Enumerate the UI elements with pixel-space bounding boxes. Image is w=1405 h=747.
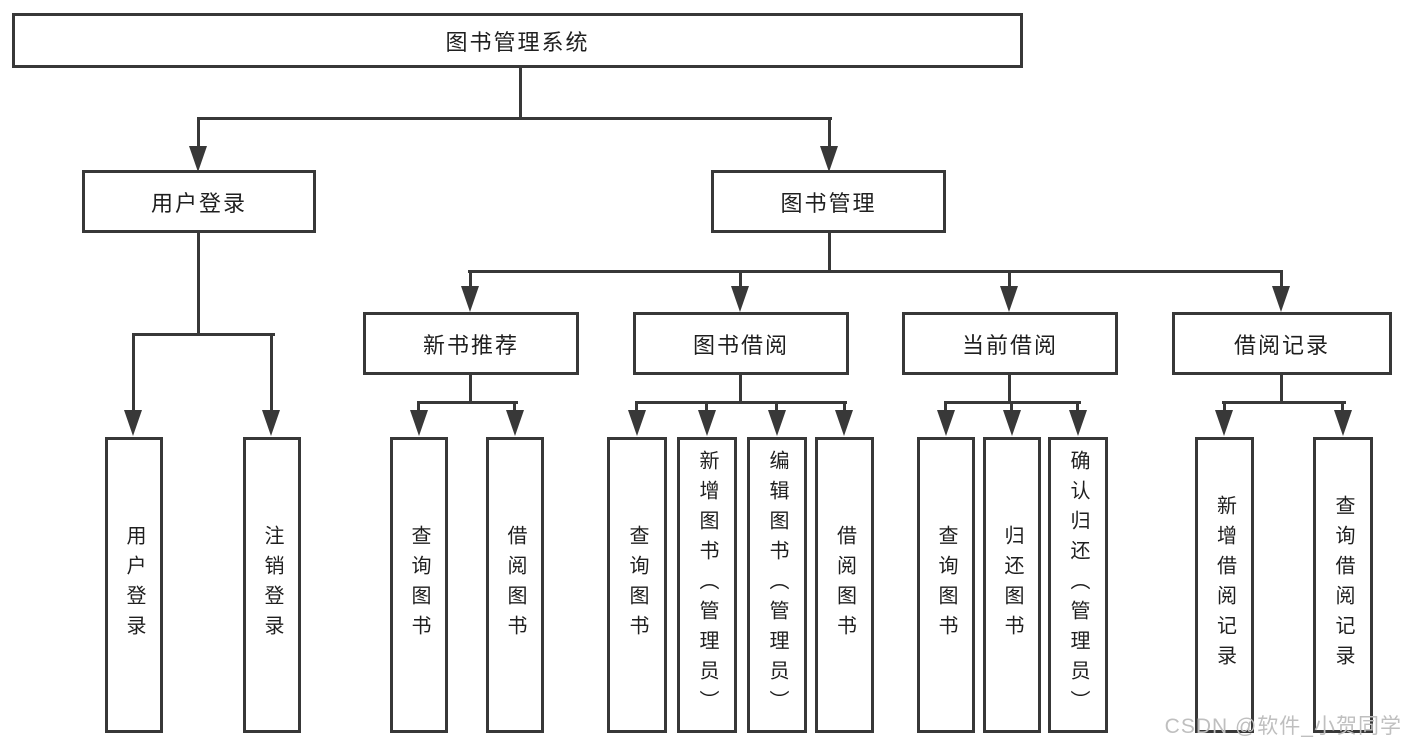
arrow-down-icon: [262, 410, 280, 436]
arrow-down-icon: [731, 286, 749, 312]
leaf-nb-query-books-label: 查询图书: [408, 525, 430, 645]
node-book-borrow-label: 图书借阅: [692, 332, 789, 358]
arrow-down-icon: [1069, 410, 1087, 436]
leaf-bb-borrow-books: 借阅图书: [815, 437, 874, 733]
arrow-down-icon: [698, 410, 716, 436]
connector-level2-split: [197, 117, 832, 120]
connector-to-leaf: [417, 401, 420, 413]
connector-book-management-stub: [828, 233, 831, 273]
leaf-cb-return-books-label: 归还图书: [1001, 525, 1023, 645]
connector-leaf-split: [635, 401, 847, 404]
leaf-logout: 注销登录: [243, 437, 301, 733]
connector-section-stub: [1008, 375, 1011, 403]
connector-root-stub: [519, 68, 522, 118]
leaf-nb-borrow-books-label: 借阅图书: [504, 525, 526, 645]
connector-section-stub: [469, 375, 472, 403]
node-user-login: 用户登录: [82, 170, 316, 233]
node-new-book-recommend: 新书推荐: [363, 312, 579, 375]
node-borrow-records-label: 借阅记录: [1233, 332, 1330, 358]
arrow-down-icon: [1272, 286, 1290, 312]
arrow-down-icon: [768, 410, 786, 436]
connector-section-stub: [1280, 375, 1283, 403]
leaf-nb-query-books: 查询图书: [390, 437, 448, 733]
connector-to-section: [1280, 270, 1283, 288]
connector-section-stub: [739, 375, 742, 403]
connector-to-leaf: [1076, 401, 1079, 413]
node-current-borrow-label: 当前借阅: [961, 332, 1058, 358]
leaf-user-login-label: 用户登录: [123, 525, 145, 645]
arrow-down-icon: [461, 286, 479, 312]
arrow-down-icon: [628, 410, 646, 436]
connector-to-leaf: [270, 333, 273, 410]
leaf-cb-return-books: 归还图书: [983, 437, 1041, 733]
connector-leaf-split: [1222, 401, 1346, 404]
connector-to-section: [469, 270, 472, 288]
connector-user-login-split: [132, 333, 275, 336]
leaf-br-query-record: 查询借阅记录: [1313, 437, 1373, 733]
connector-to-leaf: [775, 401, 778, 413]
arrow-down-icon: [1215, 410, 1233, 436]
leaf-cb-confirm-return-label: 确认归还（管理员）: [1067, 450, 1089, 720]
arrow-down-icon: [189, 146, 207, 172]
node-borrow-records: 借阅记录: [1172, 312, 1392, 375]
connector-to-leaf: [705, 401, 708, 413]
connector-level3-split: [468, 270, 1282, 273]
connector-to-leaf: [843, 401, 846, 413]
connector-to-leaf: [944, 401, 947, 413]
node-book-management: 图书管理: [711, 170, 946, 233]
arrow-down-icon: [124, 410, 142, 436]
connector-leaf-split: [417, 401, 518, 404]
arrow-down-icon: [506, 410, 524, 436]
arrow-down-icon: [1334, 410, 1352, 436]
leaf-bb-borrow-books-label: 借阅图书: [833, 525, 856, 645]
arrow-down-icon: [835, 410, 853, 436]
leaf-br-add-record-label: 新增借阅记录: [1213, 495, 1236, 675]
leaf-br-add-record: 新增借阅记录: [1195, 437, 1254, 733]
arrow-down-icon: [410, 410, 428, 436]
connector-user-login-stub: [197, 233, 200, 335]
leaf-br-query-record-label: 查询借阅记录: [1332, 495, 1354, 675]
leaf-user-login: 用户登录: [105, 437, 163, 733]
leaf-bb-query-books-label: 查询图书: [626, 525, 648, 645]
node-book-management-label: 图书管理: [780, 190, 877, 216]
leaf-cb-confirm-return: 确认归还（管理员）: [1048, 437, 1108, 733]
node-root: 图书管理系统: [12, 13, 1023, 68]
node-new-book-recommend-label: 新书推荐: [422, 332, 519, 358]
leaf-bb-add-books-label: 新增图书（管理员）: [696, 450, 718, 720]
leaf-cb-query-books: 查询图书: [917, 437, 975, 733]
connector-to-leaf: [635, 401, 638, 413]
leaf-bb-query-books: 查询图书: [607, 437, 667, 733]
arrow-down-icon: [1000, 286, 1018, 312]
node-user-login-label: 用户登录: [150, 190, 247, 216]
connector-to-leaf: [1223, 401, 1226, 413]
leaf-bb-add-books: 新增图书（管理员）: [677, 437, 737, 733]
leaf-cb-query-books-label: 查询图书: [935, 525, 957, 645]
leaf-bb-edit-books: 编辑图书（管理员）: [747, 437, 807, 733]
node-current-borrow: 当前借阅: [902, 312, 1118, 375]
connector-to-leaf: [132, 333, 135, 410]
connector-to-leaf: [1341, 401, 1344, 413]
arrow-down-icon: [1003, 410, 1021, 436]
node-root-label: 图书管理系统: [445, 29, 590, 55]
connector-to-book-management: [828, 117, 831, 147]
leaf-bb-edit-books-label: 编辑图书（管理员）: [766, 450, 788, 720]
leaf-nb-borrow-books: 借阅图书: [486, 437, 544, 733]
connector-to-section: [1008, 270, 1011, 288]
connector-to-leaf: [1010, 401, 1013, 413]
connector-to-user-login: [197, 117, 200, 147]
csdn-watermark: CSDN @软件_小贺同学: [1164, 715, 1402, 738]
node-book-borrow: 图书借阅: [633, 312, 849, 375]
connector-to-section: [739, 270, 742, 288]
leaf-logout-label: 注销登录: [261, 525, 283, 645]
arrow-down-icon: [820, 146, 838, 172]
connector-to-leaf: [513, 401, 516, 413]
arrow-down-icon: [937, 410, 955, 436]
